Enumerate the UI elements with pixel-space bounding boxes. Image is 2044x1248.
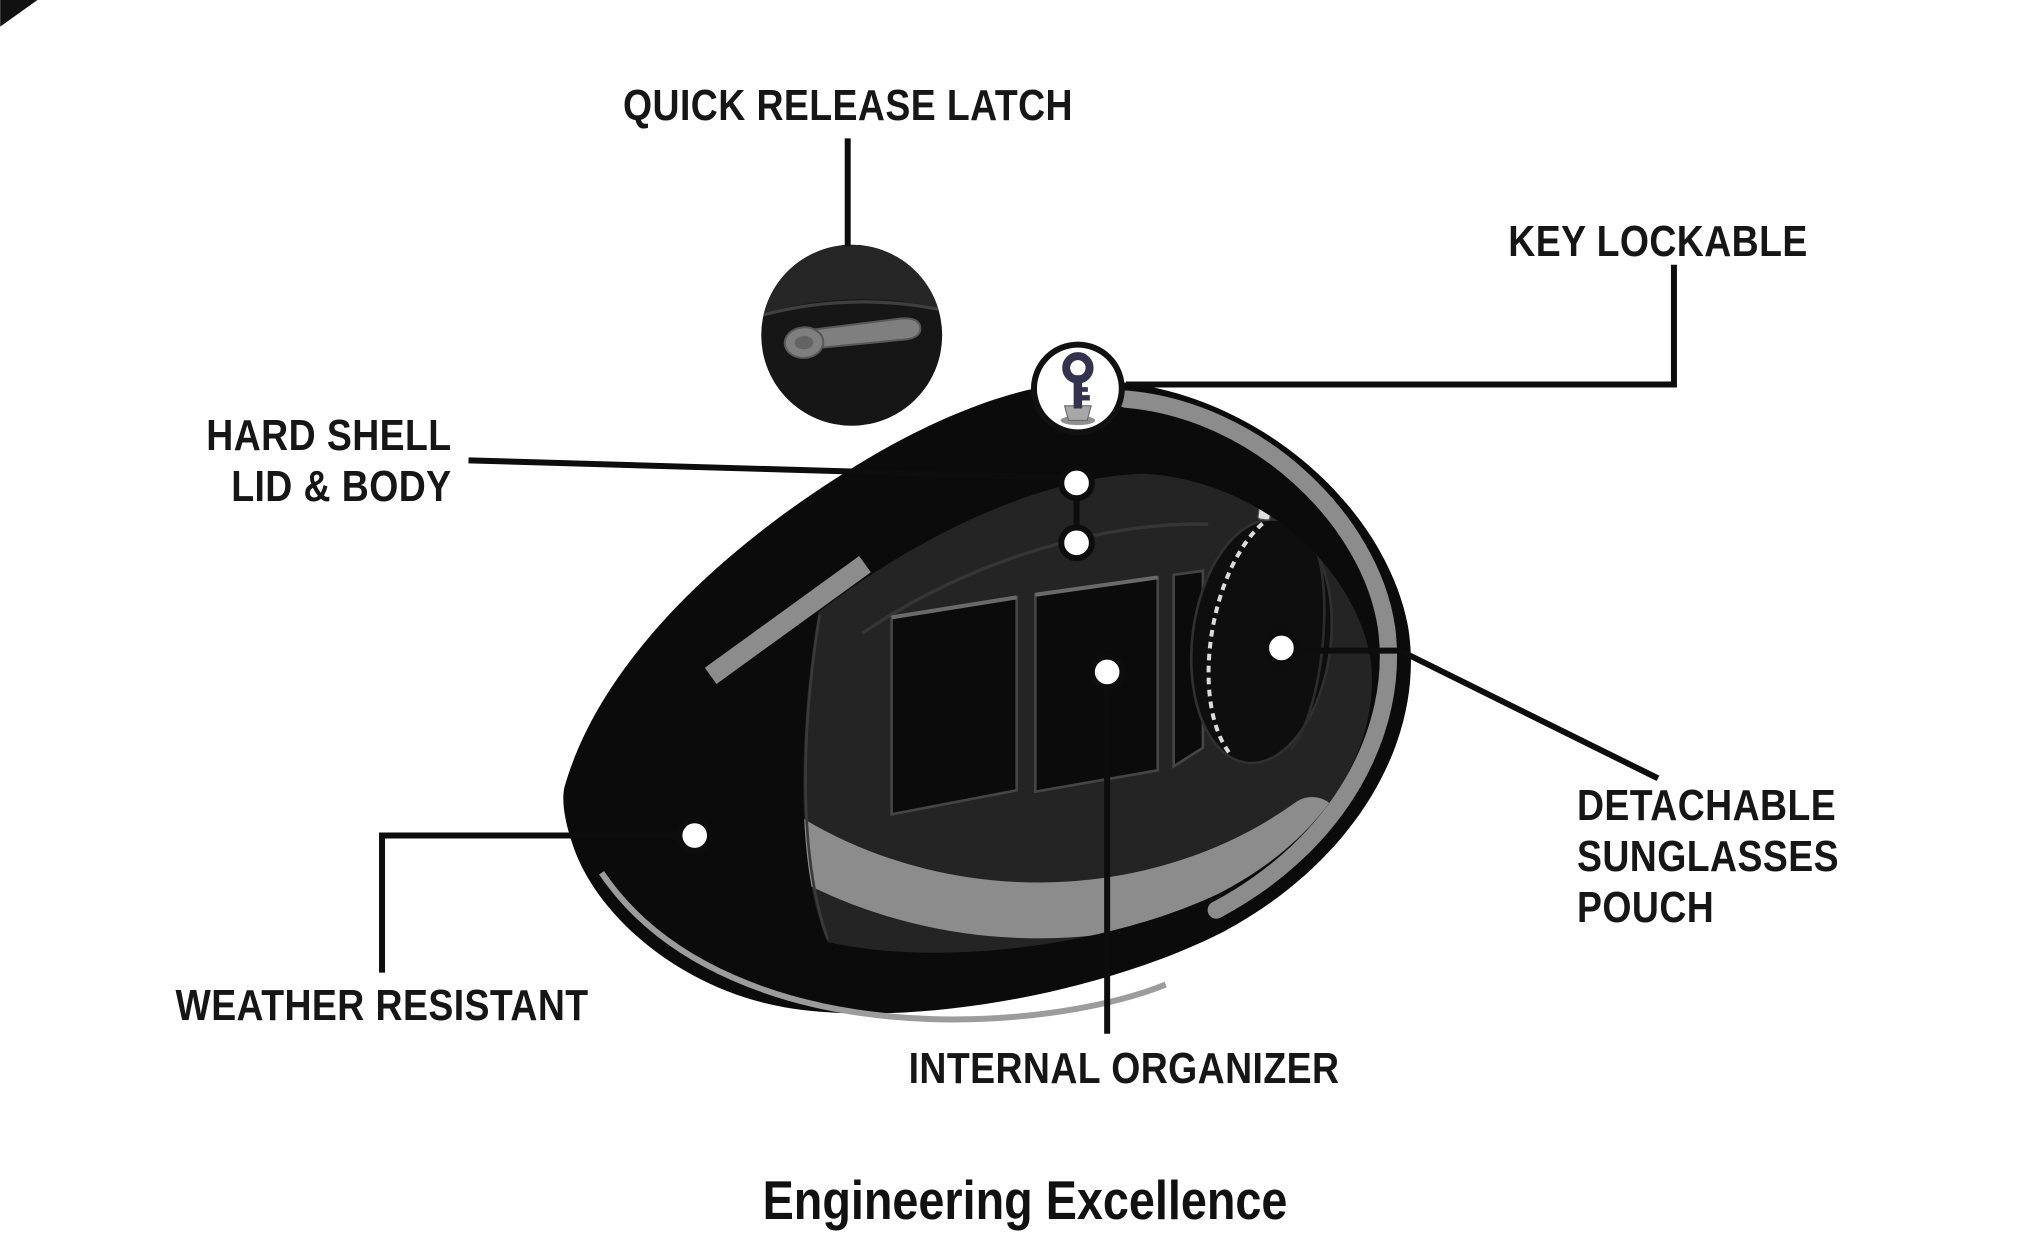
key-lock-badge bbox=[1030, 341, 1125, 436]
organizer-pocket-1 bbox=[890, 595, 1019, 816]
label-key-lockable: KEY LOCKABLE bbox=[1508, 217, 1808, 266]
organizer-pocket-1-edge bbox=[891, 595, 1017, 620]
anchor-dot-lid bbox=[1058, 464, 1095, 502]
anchor-dots bbox=[676, 464, 1300, 854]
key-icon bbox=[1060, 352, 1096, 426]
callout-lines bbox=[379, 138, 1677, 1034]
latch-knob-detail bbox=[794, 335, 814, 350]
callout-line-weather bbox=[379, 832, 679, 973]
anchor-dot-body bbox=[1058, 524, 1095, 562]
corner-artifact bbox=[0, 0, 38, 27]
tagline-engineering-excellence: Engineering Excellence bbox=[762, 1169, 1288, 1231]
label-detachable-sunglasses-pouch: DETACHABLE SUNGLASSES POUCH bbox=[1577, 781, 1839, 933]
opening-left-edge bbox=[804, 614, 830, 940]
latch-lever bbox=[804, 317, 922, 351]
label-hard-shell-lid-body: HARD SHELL LID & BODY bbox=[206, 411, 452, 512]
callout-line-key-lockable bbox=[1125, 264, 1677, 388]
bag-interior-contents bbox=[803, 501, 1340, 940]
anchor-dot-weather bbox=[676, 817, 713, 854]
anchor-dot-pouch bbox=[1263, 629, 1300, 667]
quick-release-latch-icon bbox=[783, 317, 922, 359]
saddlebag-illustration bbox=[563, 380, 1411, 1023]
bag-bottom-trim bbox=[599, 871, 1167, 1023]
label-weather-resistant: WEATHER RESISTANT bbox=[175, 981, 589, 1030]
callout-line-pouch bbox=[1297, 647, 1660, 782]
anchor-dot-organizer bbox=[1088, 653, 1126, 691]
label-quick-release-latch: QUICK RELEASE LATCH bbox=[623, 81, 1073, 130]
lid-rim-band bbox=[1117, 390, 1398, 919]
interior-seam-line bbox=[861, 522, 1209, 635]
label-internal-organizer: INTERNAL ORGANIZER bbox=[908, 1044, 1340, 1093]
latch-zoom-circle bbox=[761, 244, 943, 426]
callout-line-hard-shell bbox=[468, 457, 1063, 481]
lid-stripe bbox=[704, 556, 871, 684]
organizer-pocket-2-edge bbox=[1035, 575, 1158, 597]
latch-zoom-seam bbox=[761, 300, 943, 317]
interior-floor bbox=[803, 796, 1340, 939]
latch-zoom-lid-area bbox=[761, 244, 943, 314]
sunglasses-pouch-zipper bbox=[1206, 521, 1264, 754]
